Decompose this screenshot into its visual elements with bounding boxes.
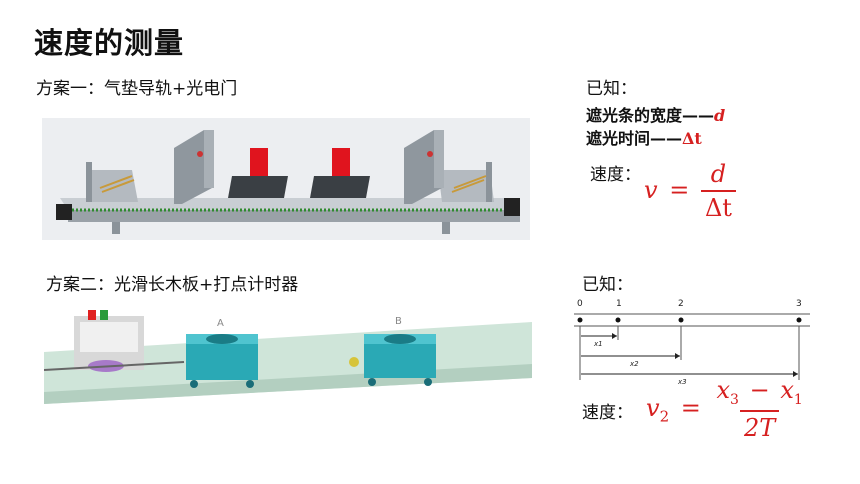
plan1-speed-label: 速度： bbox=[590, 165, 641, 185]
plan1-label: 方案一：气垫导轨+光电门 bbox=[36, 79, 238, 99]
known-time-symbol: Δt bbox=[682, 129, 702, 148]
plan1-formula: v = d Δt bbox=[644, 160, 736, 222]
segment-label-x1: x1 bbox=[593, 340, 603, 348]
page-title: 速度的测量 bbox=[34, 26, 185, 60]
board-svg: A B bbox=[43, 300, 532, 408]
plan2-known-label: 已知： bbox=[582, 275, 633, 295]
formula2-num-b: x bbox=[780, 376, 794, 404]
plan2-speed-label: 速度： bbox=[582, 403, 633, 423]
cart-b-label: B bbox=[395, 316, 402, 327]
tape-svg: 0 1 2 3 x1 x2 x3 bbox=[574, 299, 810, 386]
ticker-tape-diagram: 0 1 2 3 x1 x2 x3 bbox=[574, 296, 810, 386]
air-track-svg bbox=[42, 118, 530, 240]
formula2-fraction: x3 − x1 2T bbox=[713, 376, 807, 442]
formula2-minus: − bbox=[749, 376, 770, 404]
air-track-illustration bbox=[42, 118, 530, 240]
formula1-den: Δt bbox=[700, 190, 736, 222]
cart-a-label: A bbox=[217, 318, 224, 329]
formula2-lhs-sub: 2 bbox=[659, 407, 670, 426]
formula2-lhs: v bbox=[646, 393, 660, 422]
formula1-eq: = bbox=[669, 176, 690, 204]
known-time-text: 遮光时间—— bbox=[586, 129, 683, 148]
known-width-text: 遮光条的宽度—— bbox=[586, 106, 715, 125]
plan2-formula: v2 = x3 − x1 2T bbox=[646, 376, 807, 442]
formula1-lhs: v bbox=[644, 176, 658, 204]
formula2-eq: = bbox=[680, 393, 701, 422]
formula2-num-a: x bbox=[716, 376, 731, 404]
formula1-fraction: d Δt bbox=[700, 160, 736, 222]
plan2-label: 方案二：光滑长木板+打点计时器 bbox=[46, 275, 299, 295]
formula1-num: d bbox=[710, 160, 727, 188]
segment-label-x2: x2 bbox=[629, 360, 639, 368]
formula2-num: x3 − x1 bbox=[713, 376, 807, 410]
formula2-num-a-sub: 3 bbox=[730, 391, 739, 408]
tick-label-0: 0 bbox=[577, 299, 583, 309]
formula2-num-b-sub: 1 bbox=[793, 391, 803, 408]
plan1-known-time: 遮光时间——Δt bbox=[586, 125, 702, 149]
plan1-known-label: 已知： bbox=[586, 79, 637, 99]
known-width-symbol: d bbox=[714, 106, 726, 125]
segment-label-x3: x3 bbox=[677, 378, 687, 386]
board-illustration: A B bbox=[43, 300, 532, 408]
formula2-den: 2T bbox=[740, 409, 780, 442]
tick-label-2: 2 bbox=[678, 299, 684, 309]
plan1-known-width: 遮光条的宽度——d bbox=[586, 102, 725, 126]
tick-label-3: 3 bbox=[796, 299, 802, 309]
tick-label-1: 1 bbox=[616, 299, 622, 309]
